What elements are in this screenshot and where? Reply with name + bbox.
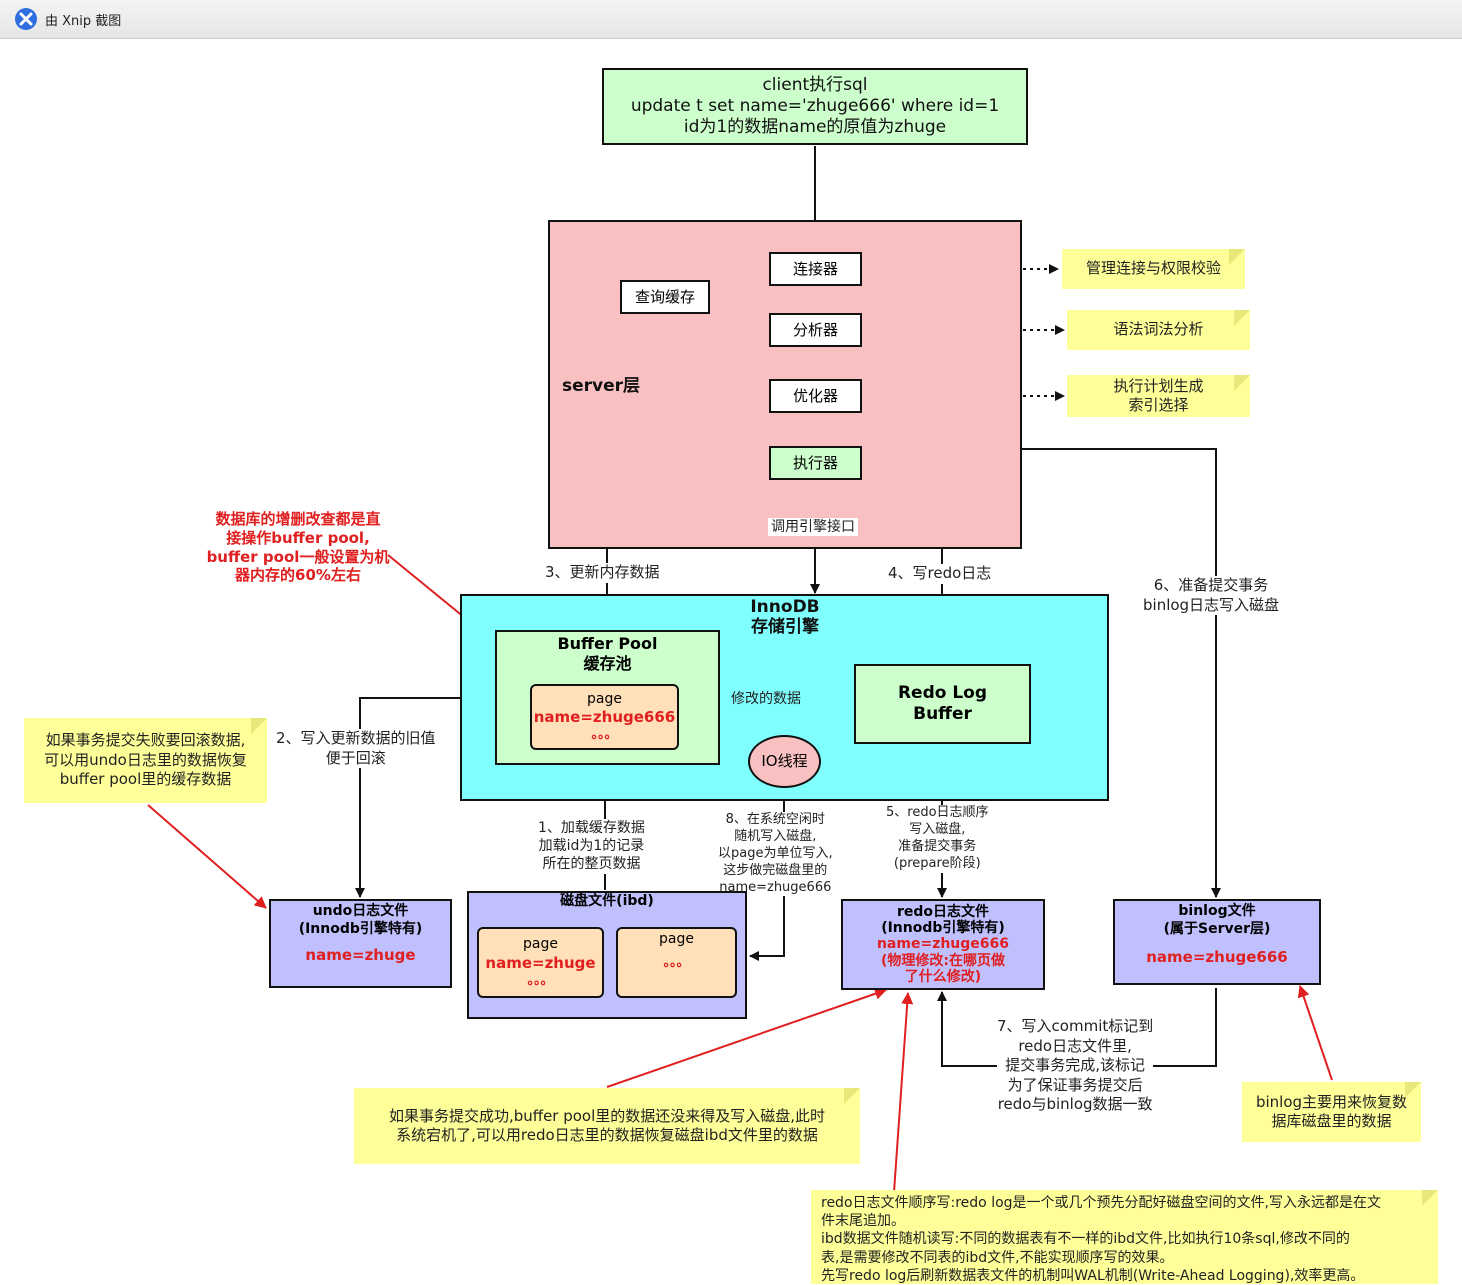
server-layer-label: server层 <box>562 376 641 396</box>
note-redo-recovery: 如果事务提交成功,buffer pool里的数据还没来得及写入磁盘,此时 系统宕… <box>354 1088 860 1164</box>
call-engine-label: 调用引擎接口 <box>768 518 858 537</box>
executor-box: 执行器 <box>769 446 862 480</box>
note-fold <box>844 1088 860 1104</box>
step-2-label: 2、写入更新数据的旧值 便于回滚 <box>276 729 436 768</box>
window-titlebar: 由 Xnip 截图 <box>0 0 1462 39</box>
redo-log-buffer-box: Redo Log Buffer <box>854 664 1031 744</box>
note-fold <box>1234 310 1250 326</box>
buffer-page-box: page name=zhuge666 。。。 <box>530 684 679 750</box>
note-optimizer: 执行计划生成 索引选择 <box>1067 375 1250 417</box>
note-binlog: binlog主要用来恢复数 据库磁盘里的数据 <box>1242 1082 1421 1142</box>
step-3-label: 3、更新内存数据 <box>545 563 660 583</box>
note-fold <box>1234 375 1250 391</box>
note-fold <box>251 718 267 734</box>
note-wal: redo日志文件顺序写:redo log是一个或几个预先分配好磁盘空间的文件,写… <box>811 1190 1438 1284</box>
analyzer-box: 分析器 <box>769 313 862 347</box>
xnip-logo-icon <box>15 8 37 30</box>
step-8-label: 8、在系统空闲时 随机写入磁盘, 以page为单位写入, 这步做完磁盘里的 na… <box>718 812 833 897</box>
client-sql-box: client执行sql update t set name='zhuge666'… <box>602 68 1028 145</box>
note-fold <box>1229 249 1245 265</box>
note-fold <box>1405 1082 1421 1098</box>
note-analyzer: 语法词法分析 <box>1067 310 1250 350</box>
note-connector: 管理连接与权限校验 <box>1062 249 1245 289</box>
disk-page-1: page name=zhuge 。。。 <box>477 927 604 998</box>
binlog-file: binlog文件 (属于Server层) name=zhuge666 <box>1113 899 1321 985</box>
step-5-label: 5、redo日志顺序 写入磁盘, 准备提交事务 (prepare阶段) <box>886 805 989 873</box>
step-7-label: 7、写入commit标记到 redo日志文件里, 提交事务完成,该标记 为了保证… <box>997 1017 1154 1115</box>
client-line-1: client执行sql <box>762 74 868 95</box>
note-undo: 如果事务提交失败要回滚数据, 可以用undo日志里的数据恢复 buffer po… <box>24 718 267 803</box>
query-cache-box: 查询缓存 <box>620 280 710 314</box>
step-6-label: 6、准备提交事务 binlog日志写入磁盘 <box>1143 576 1280 615</box>
client-line-2: update t set name='zhuge666' where id=1 <box>630 95 1000 116</box>
client-line-3: id为1的数据name的原值为zhuge <box>683 117 947 138</box>
window-title: 由 Xnip 截图 <box>45 13 122 29</box>
modified-data-label: 修改的数据 <box>731 690 801 709</box>
step-4-label: 4、写redo日志 <box>888 564 992 584</box>
step-1-label: 1、加载缓存数据 加载id为1的记录 所在的整页数据 <box>538 819 645 874</box>
io-thread-ellipse: IO线程 <box>748 735 821 788</box>
connector-box: 连接器 <box>769 252 862 286</box>
undo-log-file: undo日志文件 (Innodb引擎特有) name=zhuge <box>269 899 452 988</box>
disk-page-2: page 。。。 <box>616 927 737 998</box>
optimizer-box: 优化器 <box>769 379 862 413</box>
note-fold <box>1422 1190 1438 1206</box>
innodb-title: InnoDB 存储引擎 <box>750 597 820 638</box>
buffer-pool-annotation: 数据库的增删改查都是直 接操作buffer pool, buffer pool一… <box>206 510 390 585</box>
redo-log-file: redo日志文件 (Innodb引擎特有) name=zhuge666 (物理修… <box>841 899 1045 990</box>
